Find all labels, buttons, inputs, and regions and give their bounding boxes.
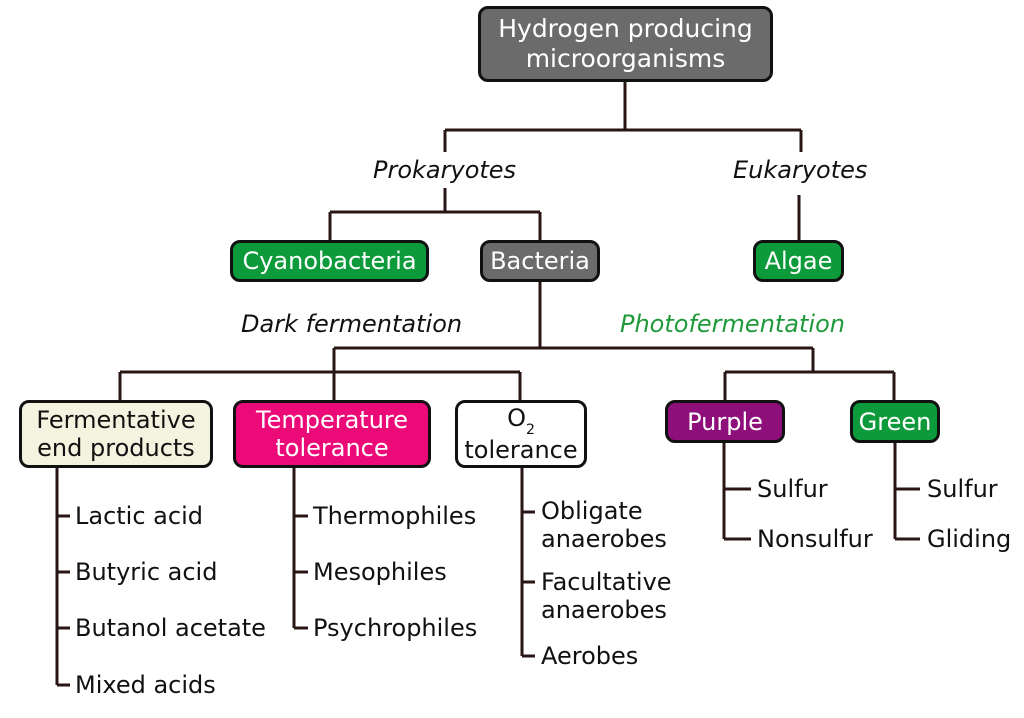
leaf-mixed-acids: Mixed acids	[75, 671, 216, 699]
connector-green-leaves	[893, 443, 920, 541]
leaf-obligate-line-1: Obligate	[541, 497, 643, 525]
leaf-aerobes: Aerobes	[541, 642, 639, 670]
connector-fermentative-leaves	[55, 466, 70, 687]
cyanobacteria-label: Cyanobacteria	[242, 247, 417, 275]
leaf-facultative-line-2: anaerobes	[541, 596, 667, 624]
algae-label: Algae	[764, 247, 833, 275]
leaf-facultative-anaerobes: Facultative anaerobes	[541, 568, 672, 624]
fermentative-line-1: Fermentative	[36, 406, 196, 434]
temperature-node: Temperature tolerance	[233, 400, 431, 468]
connector-root	[443, 80, 803, 152]
leaf-green-gliding: Gliding	[927, 525, 1012, 553]
fermentative-line-2: end products	[37, 434, 195, 462]
root-line-2: microorganisms	[525, 44, 726, 73]
cyanobacteria-node: Cyanobacteria	[230, 240, 429, 282]
leaf-facultative-line-1: Facultative	[541, 568, 672, 596]
green-node: Green	[850, 400, 940, 443]
o2-subscript: 2	[525, 422, 535, 438]
fermentative-node: Fermentative end products	[19, 400, 213, 468]
root-line-1: Hydrogen producing	[498, 14, 753, 43]
connector-o2-leaves	[520, 468, 535, 658]
leaf-psychrophiles: Psychrophiles	[313, 614, 478, 642]
connector-photo	[723, 370, 896, 400]
leaf-purple-nonsulfur: Nonsulfur	[757, 525, 873, 553]
leaf-obligate-anaerobes: Obligate anaerobes	[541, 497, 667, 553]
connector-dark	[118, 370, 522, 400]
connector-purple-leaves	[722, 443, 751, 541]
prokaryotes-label: Prokaryotes	[373, 156, 517, 184]
connector-bacteria	[332, 280, 815, 372]
algae-node: Algae	[753, 240, 844, 282]
leaf-obligate-line-2: anaerobes	[541, 525, 667, 553]
purple-node: Purple	[665, 400, 785, 443]
leaf-purple-sulfur: Sulfur	[757, 475, 828, 503]
purple-label: Purple	[687, 407, 763, 436]
connector-temperature-leaves	[292, 468, 308, 630]
connector-prokaryotes	[328, 188, 542, 240]
leaf-butyric-acid: Butyric acid	[75, 558, 218, 586]
leaf-green-sulfur: Sulfur	[927, 475, 998, 503]
temperature-line-1: Temperature	[255, 406, 409, 434]
green-label: Green	[858, 407, 932, 436]
leaf-lactic-acid: Lactic acid	[75, 502, 203, 530]
leaf-butanol-acetate: Butanol acetate	[75, 614, 266, 642]
o2-letter: O	[507, 404, 526, 432]
o2-line-2: tolerance	[464, 436, 578, 464]
o2-line-1: O2	[464, 404, 577, 438]
o2-node: O2 tolerance	[455, 400, 587, 468]
bacteria-label: Bacteria	[490, 247, 590, 275]
bacteria-node: Bacteria	[480, 240, 600, 282]
temperature-line-2: tolerance	[275, 434, 389, 462]
photofermentation-label: Photofermentation	[620, 310, 845, 338]
leaf-mesophiles: Mesophiles	[313, 558, 447, 586]
root-node: Hydrogen producing microorganisms	[478, 6, 773, 82]
eukaryotes-label: Eukaryotes	[733, 156, 868, 184]
leaf-thermophiles: Thermophiles	[313, 502, 477, 530]
dark-fermentation-label: Dark fermentation	[241, 310, 463, 338]
